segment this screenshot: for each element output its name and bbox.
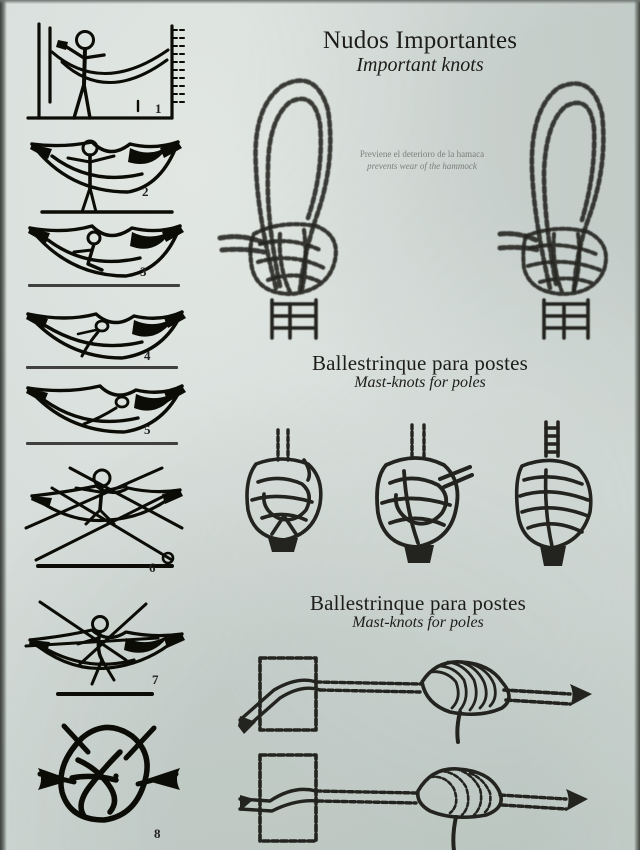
step-number-7: 7 [152, 672, 159, 687]
step-8-knot-illustration [37, 723, 180, 823]
pole-1 [276, 428, 290, 462]
arrow-left [38, 768, 72, 790]
rope-through-post-b [238, 787, 418, 813]
post-hatching [172, 29, 186, 103]
step-panel-6: 6 [22, 462, 192, 580]
step-panel-2: 2 [22, 126, 192, 218]
rope-loop-left [253, 78, 333, 293]
heading-es-mast-knots-upper: Ballestrinque para postes [311, 351, 529, 375]
caption-hammock-wear: Previene el deterioro de la hamaca preve… [312, 148, 532, 172]
post-left [270, 298, 318, 340]
step-7-illustration [24, 600, 185, 696]
step-2-illustration [30, 139, 182, 214]
caption-es: Previene el deterioro de la hamaca [359, 149, 485, 159]
step-number-2: 2 [142, 184, 149, 199]
step-4-illustration [26, 310, 186, 360]
step-panel-7: 7 [22, 598, 192, 710]
knot-wraps-left [248, 222, 338, 297]
page-edge-left [0, 0, 7, 850]
caption-en: prevents wear of the hammock [367, 161, 477, 172]
hammock-steps-column: 1 2 [14, 14, 194, 841]
rope-end-1 [302, 458, 312, 482]
figure-post-rope-lower [238, 753, 588, 850]
pole-base-3 [540, 546, 566, 566]
step-divider-5 [26, 442, 178, 445]
rope-over-post-a [238, 678, 422, 730]
step-number-8: 8 [154, 826, 161, 841]
step-6-illustration [24, 466, 184, 568]
rope-end-2 [438, 465, 474, 489]
hammock-rope-1 [50, 48, 170, 84]
arrow-right [144, 768, 180, 790]
step-panel-1: 1 [22, 18, 192, 123]
rope-tail-b [240, 795, 254, 811]
figure-person-1 [56, 30, 106, 120]
step-divider-3 [28, 284, 180, 287]
figure-looped-knot-left [217, 78, 338, 340]
figure-clove-hitch-2 [375, 423, 474, 563]
step-number-5: 5 [144, 422, 151, 437]
step-number-4: 4 [144, 348, 151, 363]
post-right [542, 298, 590, 340]
heading-es-important-knots: Nudos Importantes [322, 27, 518, 54]
knot-body-2 [375, 456, 460, 549]
figure-person-6 [74, 468, 128, 526]
heading-es-mast-knots-lower: Ballestrinque para postes [309, 591, 527, 615]
step-panel-4: 4 [22, 304, 192, 369]
knot-loops [58, 724, 150, 823]
step-panel-3: 3 [22, 218, 192, 287]
figure-clove-hitch-3 [514, 420, 593, 566]
heading-important-knots: Nudos Importantes Important knots [290, 27, 550, 77]
step-number-6: 6 [149, 560, 156, 575]
hammock-body-7 [28, 628, 184, 671]
page-edge-right [634, 0, 640, 850]
figure-person-4 [76, 319, 110, 358]
step-number-1: 1 [155, 101, 162, 116]
square-post-b [258, 753, 318, 843]
figure-looped-knot-right [497, 81, 608, 340]
step-3-illustration [28, 224, 184, 278]
pole-base-2 [404, 545, 434, 563]
heading-en-important-knots: Important knots [356, 54, 484, 77]
figure-clove-hitch-1 [245, 428, 323, 552]
step-number-3: 3 [140, 264, 147, 279]
pole-2 [410, 423, 426, 459]
knots-column: Nudos Importantes Important knots Previe… [200, 10, 632, 850]
step-panel-8: 8 [34, 708, 204, 848]
knot-detail-b [415, 767, 588, 850]
knot-body-3 [514, 458, 593, 550]
pole-3 [544, 420, 560, 458]
figure-person-7 [76, 615, 116, 686]
figure-person-3 [72, 230, 104, 272]
page-edge-top [0, 0, 640, 4]
step-1-illustration [26, 22, 186, 120]
rope-loop-right [529, 81, 606, 293]
knot-wraps-right [521, 226, 608, 296]
step-5-illustration [26, 384, 186, 434]
pole-base-1 [268, 538, 298, 552]
heading-mast-knots-upper: Ballestrinque para postes Mast-knots for… [270, 352, 570, 392]
rope-tail-a [238, 716, 256, 734]
rope-tail-left [217, 234, 267, 255]
figure-post-rope-upper [238, 656, 592, 744]
heading-mast-knots-lower: Ballestrinque para postes Mast-knots for… [268, 592, 568, 632]
figure-person-2 [66, 139, 116, 214]
heading-en-mast-knots-upper: Mast-knots for poles [354, 374, 486, 392]
step-divider-4 [26, 366, 178, 369]
rope-tail-right [497, 231, 541, 253]
heading-en-mast-knots-lower: Mast-knots for poles [352, 614, 484, 632]
step-panel-5: 5 [22, 374, 192, 445]
square-post-a [258, 656, 318, 732]
knot-detail-a [420, 660, 592, 744]
